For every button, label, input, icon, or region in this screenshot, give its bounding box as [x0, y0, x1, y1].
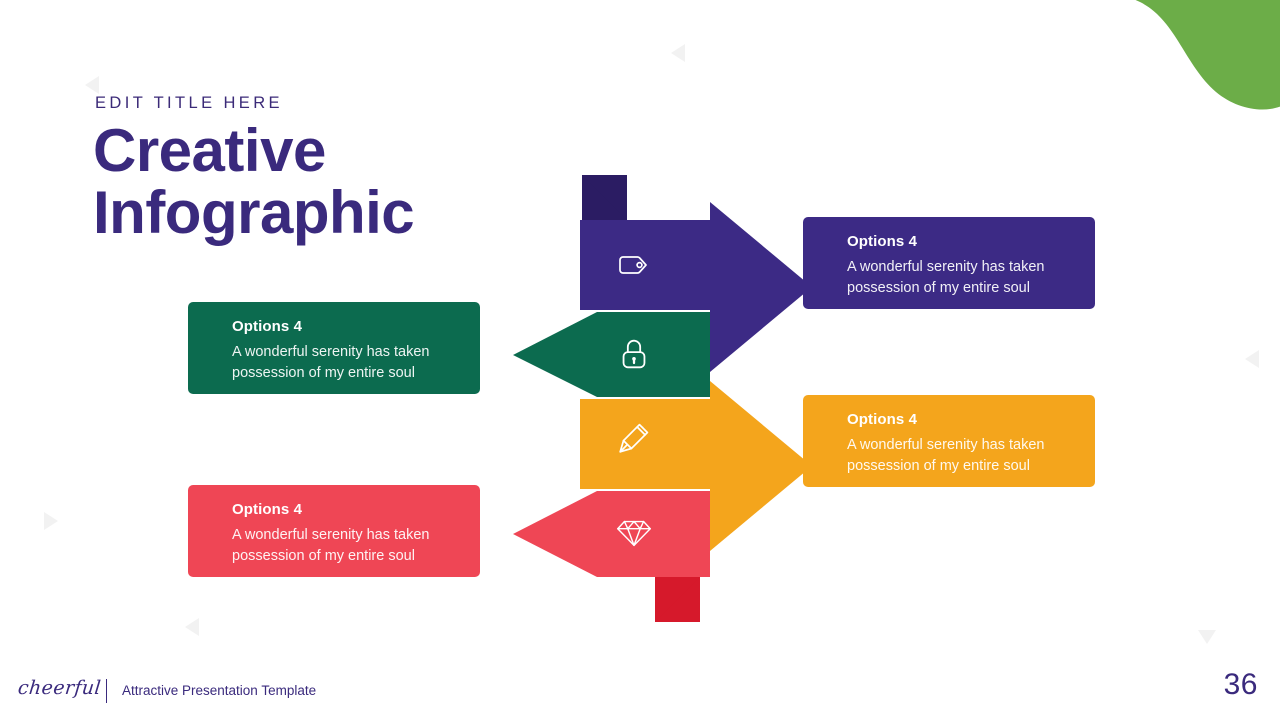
page-title-line-2: Infographic — [93, 179, 415, 246]
option-card-green[interactable]: Options 4 A wonderful serenity has taken… — [188, 302, 480, 394]
decor-triangle-4 — [44, 512, 58, 530]
arrow-green[interactable] — [512, 312, 710, 400]
footer-tagline: Attractive Presentation Template — [122, 683, 317, 698]
option-card-purple[interactable]: Options 4 A wonderful serenity has taken… — [803, 217, 1095, 309]
decor-triangle-5 — [185, 618, 199, 636]
arrow-diagram — [505, 165, 815, 625]
option-card-red[interactable]: Options 4 A wonderful serenity has taken… — [188, 485, 480, 577]
arrow-red[interactable] — [513, 491, 710, 622]
arrow-orange[interactable] — [580, 381, 812, 551]
footer-divider — [106, 679, 107, 703]
option-card-body: A wonderful serenity has taken possessio… — [847, 437, 1045, 474]
decor-triangle-1 — [85, 76, 99, 94]
decor-triangle-6 — [1198, 630, 1216, 644]
page-title-line-1: Creative — [93, 117, 326, 184]
decor-triangle-2 — [671, 44, 685, 62]
option-card-title: Options 4 — [232, 501, 303, 518]
decor-triangle-3 — [1245, 350, 1259, 368]
green-blob-decoration — [1135, 0, 1280, 110]
page-number: 36 — [1223, 668, 1258, 701]
eyebrow-label: EDIT TITLE HERE — [95, 94, 283, 112]
option-card-title: Options 4 — [847, 233, 918, 250]
option-card-title: Options 4 — [232, 318, 303, 335]
option-card-body: A wonderful serenity has taken possessio… — [847, 259, 1045, 296]
arrow-purple[interactable] — [580, 173, 813, 387]
option-card-title: Options 4 — [847, 411, 918, 428]
option-card-orange[interactable]: Options 4 A wonderful serenity has taken… — [803, 395, 1095, 487]
option-card-body: A wonderful serenity has taken possessio… — [232, 344, 430, 381]
brand-logo: cheerful — [16, 677, 103, 699]
option-card-body: A wonderful serenity has taken possessio… — [232, 527, 430, 564]
page-title: Creative Infographic — [93, 117, 415, 246]
